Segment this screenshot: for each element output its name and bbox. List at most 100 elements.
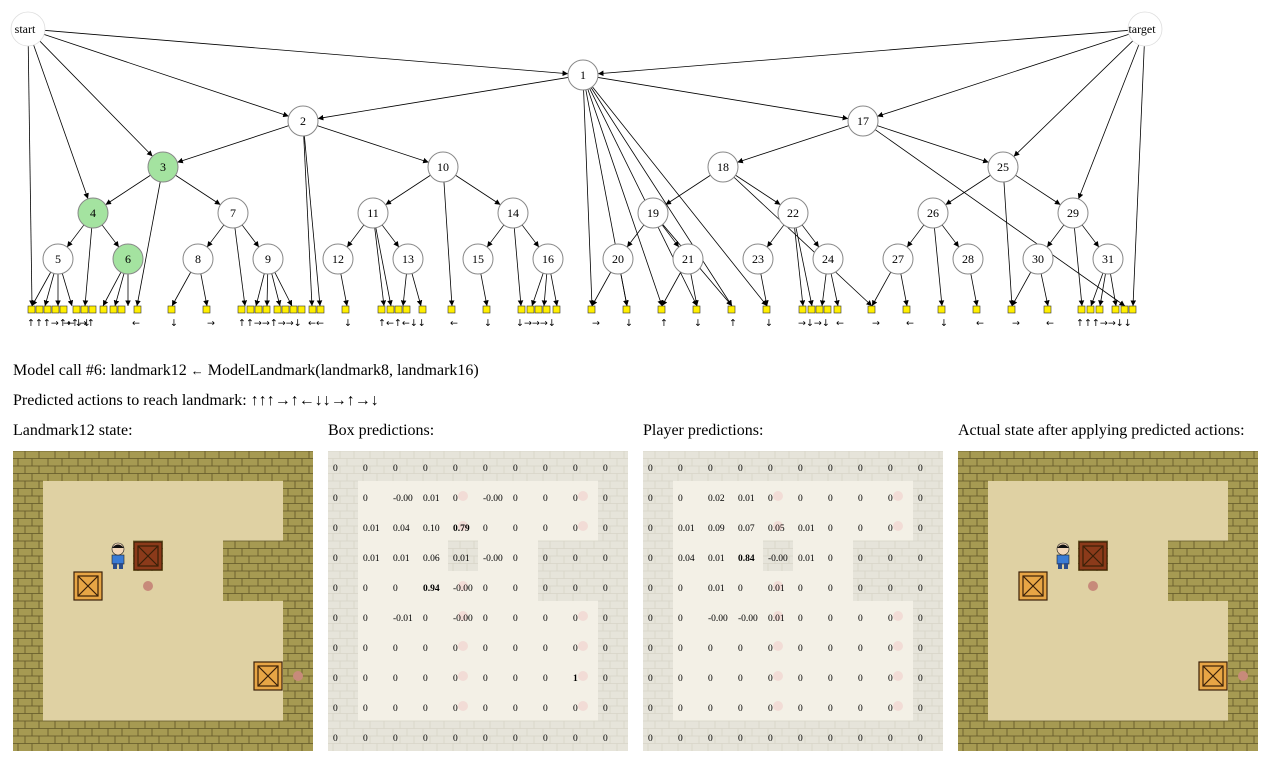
floor-tile [478, 541, 508, 571]
floor-tile [853, 661, 883, 691]
tree-edge [385, 174, 431, 206]
player-prediction-value: 0 [828, 554, 833, 564]
box-prediction-value: 0 [483, 464, 488, 474]
floor-tile [358, 691, 388, 721]
leaf-edge [102, 272, 122, 307]
floor-tile [703, 511, 733, 541]
leaf-edge [970, 273, 979, 307]
leaf-edge [31, 271, 52, 307]
box-prediction-value: 0 [363, 674, 368, 684]
target-dot [458, 581, 468, 591]
predicted-actions-sequence: ↑↑↑→↑←↓↓→↑→↓ [250, 392, 379, 409]
floor-tile [823, 541, 853, 571]
leaf-square [167, 305, 176, 314]
floor-tile [193, 661, 223, 691]
leaf-edge [589, 88, 698, 307]
leaf-square [1077, 305, 1086, 314]
player-prediction-value: 0 [858, 614, 863, 624]
box-prediction-value: 0 [573, 524, 578, 534]
player-prediction-value: 0 [798, 494, 803, 504]
box-prediction-value: 0 [423, 674, 428, 684]
tree-node-8 [182, 243, 214, 275]
leaf-action-label: ↓→→→↓ [516, 318, 556, 329]
floor-tile [1168, 631, 1198, 661]
leaf-square [937, 305, 946, 314]
floor-tile [163, 691, 193, 721]
box-prediction-value: 0 [603, 644, 608, 654]
floor-tile [358, 601, 388, 631]
player-prediction-value: 0 [888, 704, 893, 714]
target-node [1127, 11, 1163, 47]
tree-edge [177, 125, 289, 164]
box-prediction-value: 0.94 [423, 584, 440, 594]
floor-tile [133, 661, 163, 691]
floor-tile [703, 481, 733, 511]
floor-tile [43, 691, 73, 721]
player-prediction-value: 0 [648, 494, 653, 504]
tree-edge [665, 174, 711, 206]
tree-node-label: 8 [195, 252, 201, 266]
tree-edge [105, 174, 151, 206]
leaf-square [1043, 305, 1052, 314]
leaf-square [262, 305, 271, 314]
player-prediction-value: 0.01 [738, 494, 755, 504]
leaf-action-label: ↑ [660, 318, 668, 329]
tree-edge [38, 40, 153, 157]
player-prediction-value: -0.00 [768, 554, 788, 564]
floor-tile [988, 631, 1018, 661]
landmark-state-title: Landmark12 state: [13, 422, 133, 439]
player-prediction-value: 0 [678, 494, 683, 504]
floor-tile [103, 601, 133, 631]
leaf-action-label: ← [450, 318, 458, 329]
floor-tile [478, 601, 508, 631]
tree-node-18 [707, 151, 739, 183]
floor-tile [1138, 691, 1168, 721]
leaf-edge [443, 181, 455, 307]
floor-tile [1048, 631, 1078, 661]
leaf-square [133, 305, 142, 314]
box-prediction-value: 0 [333, 524, 338, 534]
tree-node-21 [672, 243, 704, 275]
box-prediction-value: 0 [363, 644, 368, 654]
floor-tile [418, 571, 448, 601]
floor-tile [508, 571, 538, 601]
floor-tile [673, 541, 703, 571]
player-prediction-value: 0 [828, 734, 833, 744]
player-prediction-value: 0 [678, 614, 683, 624]
floor-tile [103, 661, 133, 691]
floor-tile [478, 511, 508, 541]
player-prediction-value: 0 [888, 614, 893, 624]
leaf-edge [583, 89, 595, 307]
floor-tile [538, 661, 568, 691]
floor-tile [1138, 571, 1168, 601]
box-prediction-value: 0 [603, 674, 608, 684]
target-dot [773, 521, 783, 531]
leaf-action-label: ↓ [765, 318, 773, 329]
floor-tile [1078, 661, 1108, 691]
target-dot [773, 641, 783, 651]
floor-tile [508, 661, 538, 691]
box-prediction-value: 0 [603, 554, 608, 564]
floor-tile [823, 661, 853, 691]
floor-tile [538, 631, 568, 661]
start-label: start [15, 22, 36, 36]
floor-tile [823, 631, 853, 661]
floor-tile [223, 661, 253, 691]
box-prediction-value: 0 [423, 644, 428, 654]
leaf-edge [340, 273, 349, 307]
tree-edge [1081, 224, 1100, 248]
floor-tile [988, 511, 1018, 541]
target-dot [578, 521, 588, 531]
tree-node-19 [637, 197, 669, 229]
box-prediction-value: -0.00 [453, 584, 473, 594]
floor-tile [223, 481, 253, 511]
floor-tile [508, 511, 538, 541]
tree-node-label: 30 [1032, 252, 1044, 266]
floor-tile [73, 691, 103, 721]
target-dot [773, 611, 783, 621]
player-prediction-value: 0 [678, 734, 683, 744]
player-prediction-value: 0 [858, 494, 863, 504]
leaf-square [972, 305, 981, 314]
player-prediction-value: 0 [708, 644, 713, 654]
box-prediction-value: 0 [573, 554, 578, 564]
